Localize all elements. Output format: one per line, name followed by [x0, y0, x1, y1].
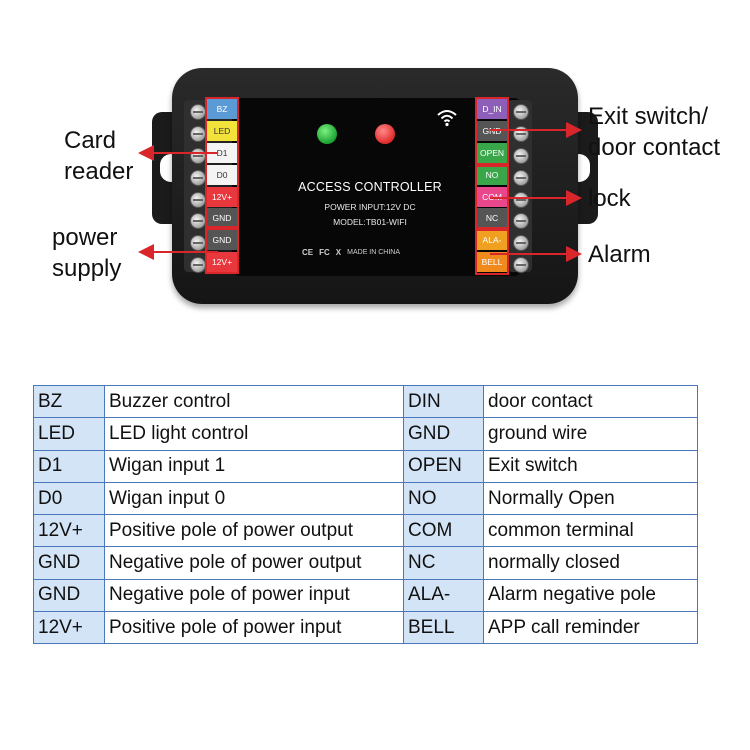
pin-name-right: DIN [403, 384, 484, 419]
card-reader-label: Card reader [64, 127, 134, 185]
pin-function-left: Negative pole of power input [104, 578, 404, 613]
terminal-d-in: D_IN [477, 99, 507, 119]
terminal-bell: BELL [477, 252, 507, 272]
pin-function-left: Positive pole of power input [104, 611, 404, 645]
pin-function-right: Exit switch [483, 449, 698, 483]
controller-illustration: BZ LED D1 D0 12V+ GND GND 12V+ D_IN GND … [0, 0, 750, 360]
pin-function-right: common terminal [483, 514, 698, 548]
terminal-no: NO [477, 165, 507, 185]
terminal-gnd-out: GND [207, 208, 237, 228]
terminal-12v-out: 12V+ [207, 187, 237, 207]
pin-function-right: APP call reminder [483, 611, 698, 645]
terminal-12v-in: 12V+ [207, 252, 237, 272]
pin-name-right: NC [403, 546, 484, 580]
certification-marks: CE FC X MADE IN CHINA [302, 248, 400, 257]
pin-function-left: LED light control [104, 417, 404, 451]
terminal-d1: D1 [207, 143, 237, 163]
terminal-screw [513, 148, 529, 164]
callout-arrows [138, 122, 582, 262]
pin-name-right: NO [403, 481, 484, 516]
pin-function-right: Alarm negative pole [483, 578, 698, 613]
pin-name-left: 12V+ [33, 611, 105, 645]
pin-name-right: GND [403, 417, 484, 451]
terminal-screw [513, 257, 529, 273]
alarm-label: Alarm [588, 241, 651, 268]
pin-name-right: BELL [403, 611, 484, 645]
terminal-nc: NC [477, 208, 507, 228]
pin-name-left: BZ [33, 384, 105, 419]
lock-label: lock [588, 185, 631, 212]
pin-name-left: 12V+ [33, 514, 105, 548]
green-status-led [317, 124, 337, 144]
pin-function-left: Wigan input 1 [104, 449, 404, 483]
pin-name-left: GND [33, 578, 105, 613]
weee-mark: X [335, 248, 342, 257]
red-status-led [375, 124, 395, 144]
terminal-led: LED [207, 121, 237, 141]
pin-name-right: COM [403, 514, 484, 548]
fcc-mark: FC [319, 248, 330, 257]
pin-name-right: OPEN [403, 449, 484, 483]
card-reader-group-box [205, 97, 239, 228]
made-in-china-text: MADE IN CHINA [347, 249, 401, 256]
power-input-label: POWER INPUT:12V DC [324, 202, 416, 212]
terminal-gnd-in: GND [207, 230, 237, 250]
pin-name-left: LED [33, 417, 105, 451]
terminal-screw [513, 213, 529, 229]
pin-name-left: D0 [33, 481, 105, 516]
alarm-group-box [475, 229, 509, 275]
terminal-screw [513, 235, 529, 251]
terminal-bz: BZ [207, 99, 237, 119]
wifi-icon [437, 110, 457, 127]
pin-name-left: GND [33, 546, 105, 580]
terminal-screw [513, 170, 529, 186]
model-label: MODEL:TB01-WIFI [333, 217, 407, 227]
device-title: ACCESS CONTROLLER [298, 180, 442, 194]
pin-function-left: Negative pole of power output [104, 546, 404, 580]
terminal-open: OPEN [477, 143, 507, 163]
pin-function-left: Wigan input 0 [104, 481, 404, 516]
ce-mark: CE [302, 248, 314, 257]
terminal-screw [513, 192, 529, 208]
terminal-d0: D0 [207, 165, 237, 185]
pin-name-left: D1 [33, 449, 105, 483]
terminal-ala: ALA- [477, 230, 507, 250]
pin-function-left: Positive pole of power output [104, 514, 404, 548]
pin-name-right: ALA- [403, 578, 484, 613]
pin-function-right: door contact [483, 384, 698, 419]
terminal-screw [513, 104, 529, 120]
exit-switch-label: Exit switch/ door contact [588, 103, 721, 161]
pin-function-right: Normally Open [483, 481, 698, 516]
pin-function-left: Buzzer control [104, 384, 404, 419]
power-supply-label: power supply [52, 224, 122, 282]
pin-function-right: normally closed [483, 546, 698, 580]
pin-function-right: ground wire [483, 417, 698, 451]
